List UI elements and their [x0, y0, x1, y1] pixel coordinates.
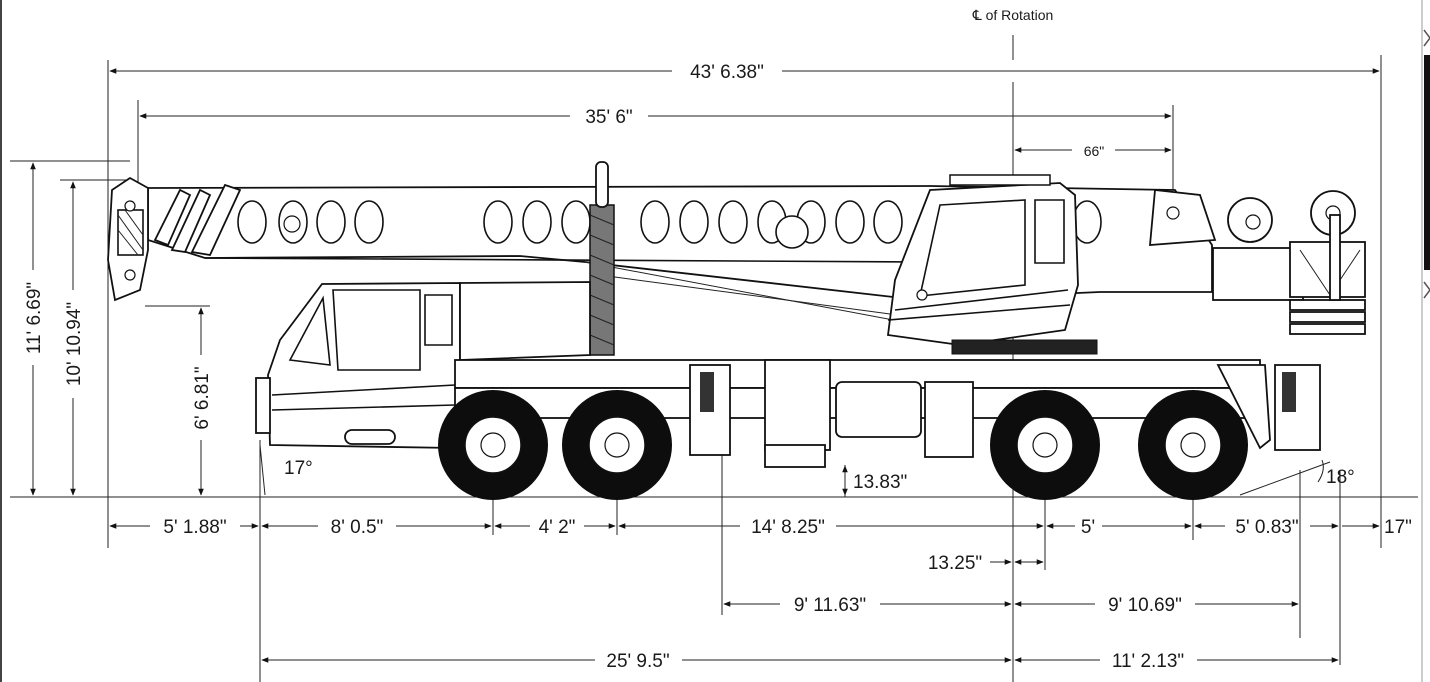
carrier-cab [255, 281, 591, 449]
cl-to-boom-label: 66" [1084, 143, 1105, 159]
outrigger-front-label: 9' 11.63" [794, 595, 866, 616]
approach-angle-label: 17° [284, 458, 313, 479]
rear-overhang-label: 5' 0.83" [1235, 517, 1298, 538]
boom-lightening-holes [237, 200, 1102, 249]
wheel-3 [990, 390, 1100, 500]
departure-angle-arc [1317, 459, 1324, 483]
outrigger-rear-label: 9' 10.69" [1108, 595, 1182, 616]
wheel-1 [438, 390, 548, 500]
nose-height-label: 6' 6.81" [192, 366, 213, 429]
axle-1-2-label: 4' 2" [539, 517, 576, 538]
extension-lines [10, 55, 1382, 682]
wheel-4 [1138, 390, 1248, 500]
overall-length-label: 43' 6.38" [690, 62, 764, 83]
dimension-lines [30, 68, 1380, 663]
front-to-cl-label: 25' 9.5" [606, 651, 669, 672]
centerline-label: ℄ of Rotation [972, 7, 1054, 23]
departure-angle-label: 18° [1326, 467, 1355, 488]
cab-height-label: 10' 10.94" [64, 302, 85, 386]
dimension-labels: 43' 6.38" 35' 6" 66" 11' 6.69" 10' 10.94… [24, 62, 1412, 672]
wheel-2 [562, 390, 672, 500]
cl-offset-label: 13.25" [928, 553, 982, 574]
overall-height-label: 11' 6.69" [24, 282, 45, 354]
tail-length-label: 17" [1384, 517, 1412, 538]
departure-angle-line [1239, 461, 1331, 496]
slew-ring [951, 339, 1098, 355]
front-overhang-label: 5' 1.88" [163, 517, 226, 538]
ground-clearance-label: 13.83" [853, 472, 907, 493]
front-axle-spacing-label: 8' 0.5" [331, 517, 384, 538]
wheelbase-mid-label: 14' 8.25" [751, 517, 825, 538]
crane-illustration [107, 161, 1366, 500]
cl-to-rear-label: 11' 2.13" [1112, 651, 1184, 672]
approach-angle-line [259, 444, 266, 496]
exhaust-stack [589, 161, 615, 356]
boom-length-label: 35' 6" [585, 107, 632, 128]
counterweight-and-winch [1149, 189, 1366, 335]
right-edge-panel [1421, 0, 1430, 682]
rear-axle-spacing-label: 5' [1081, 517, 1095, 538]
operator-cab [886, 174, 1079, 346]
